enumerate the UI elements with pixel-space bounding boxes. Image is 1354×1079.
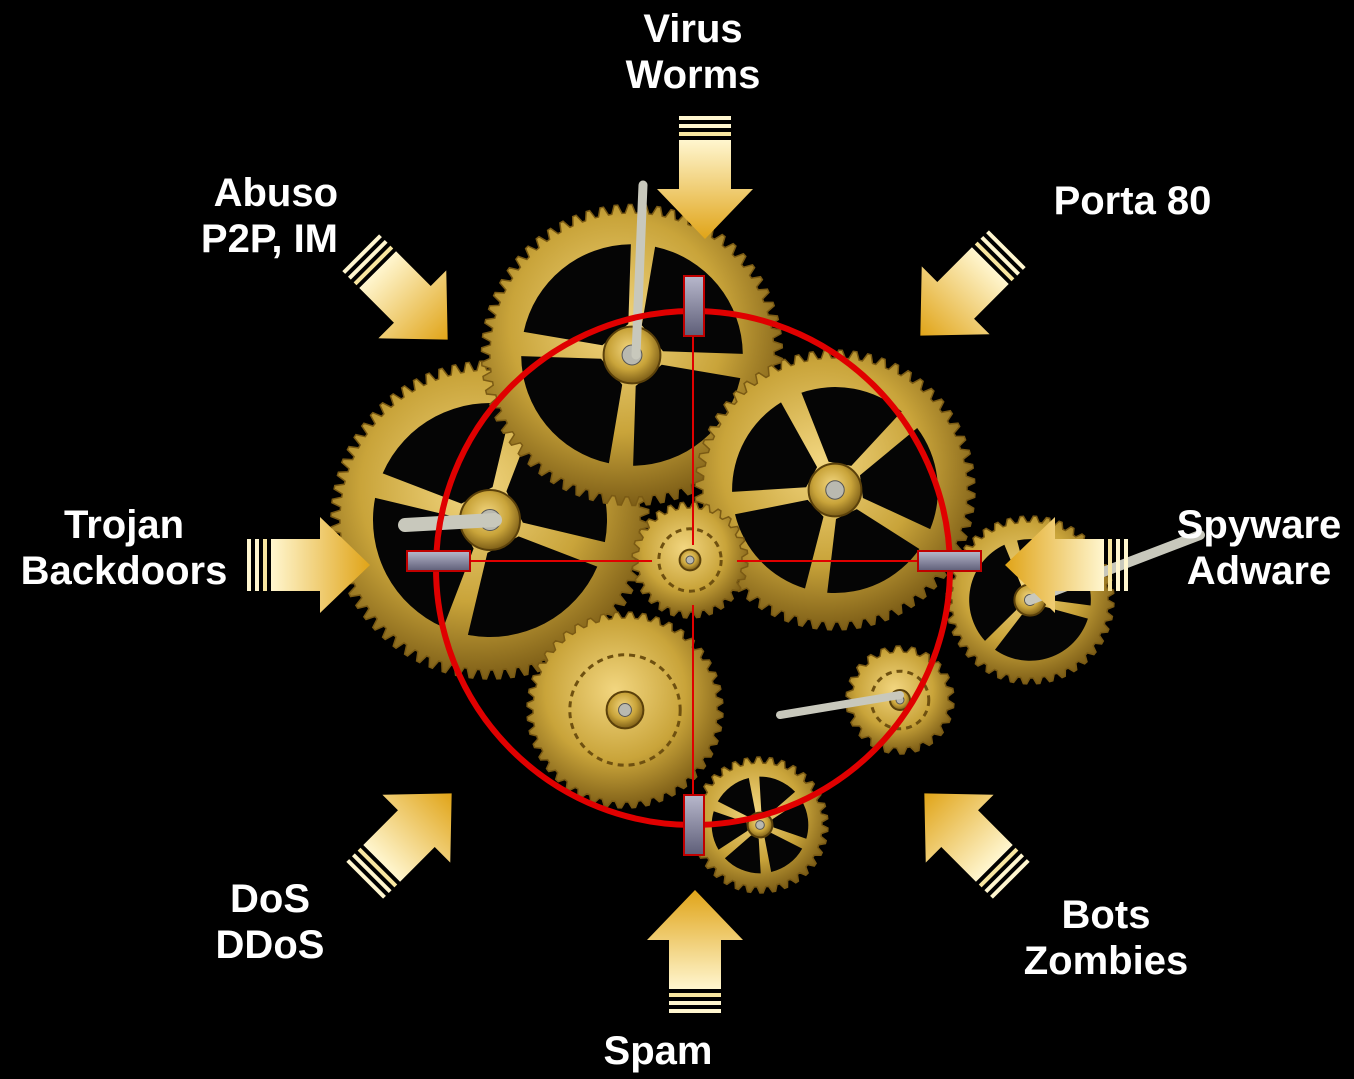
- label-porta: Porta 80: [1020, 178, 1245, 224]
- arrow-dos: [331, 759, 486, 914]
- arrow-bots: [890, 759, 1045, 914]
- shaft-left: [405, 520, 495, 525]
- crosshair-tab-bottom: [684, 795, 704, 855]
- arrow-abuso: [327, 219, 482, 374]
- label-spam: Spam: [578, 1028, 738, 1074]
- crosshair-tab-left: [407, 551, 470, 571]
- arrow-porta: [886, 215, 1041, 370]
- arrow-spam: [647, 890, 743, 1013]
- crosshair-tab-top: [684, 276, 704, 336]
- crosshair-tab-right: [918, 551, 981, 571]
